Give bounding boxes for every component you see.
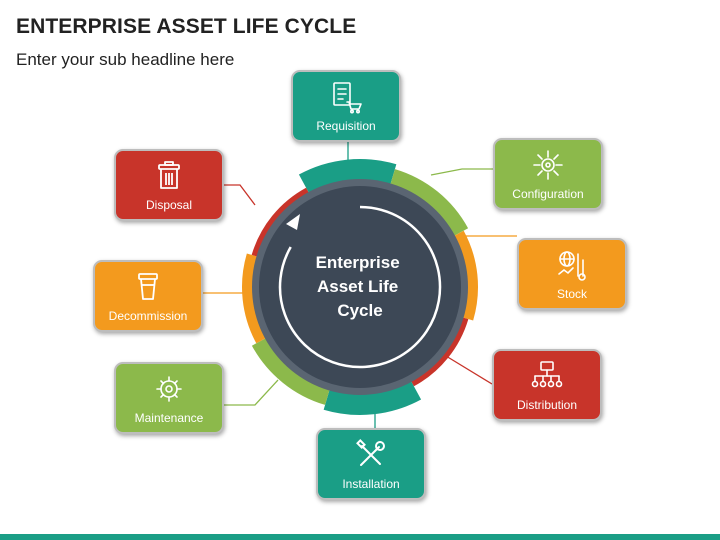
gear-network-icon <box>533 150 563 180</box>
cycle-arrow-arc <box>278 205 442 369</box>
page-title: ENTERPRISE ASSET LIFE CYCLE <box>16 15 357 38</box>
stage-label-maintenance: Maintenance <box>134 411 204 425</box>
stage-card-maintenance[interactable]: Maintenance <box>114 362 224 434</box>
cup-icon <box>138 273 158 300</box>
ring-segment-distribution <box>410 317 469 387</box>
ring-segment-maintenance <box>251 337 330 405</box>
distribution-network-icon <box>531 361 563 388</box>
center-circle <box>259 186 461 388</box>
center-text: Enterprise Asset Life Cycle <box>316 253 405 320</box>
connector-disposal <box>224 184 256 206</box>
gear-wrench-icon <box>156 376 182 402</box>
checklist-cart-icon <box>333 82 362 114</box>
ring-segment-disposal <box>251 187 310 257</box>
stage-label-stock: Stock <box>556 287 587 301</box>
connector-lines <box>203 142 517 428</box>
connector-distribution <box>445 355 493 385</box>
page-subtitle: Enter your sub headline here <box>16 50 235 69</box>
ring-segment-configuration <box>390 169 469 237</box>
globe-chart-icon <box>558 251 586 281</box>
wrench-screwdriver-icon <box>356 439 385 466</box>
ring-segment-requisition <box>298 159 397 194</box>
stage-card-decommission[interactable]: Decommission <box>93 260 203 332</box>
stage-card-installation[interactable]: Installation <box>316 428 426 500</box>
connector-maintenance <box>224 379 279 406</box>
center-line-2: Asset Life <box>317 277 398 296</box>
stage-card-requisition[interactable]: Requisition <box>291 70 401 142</box>
stage-label-distribution: Distribution <box>516 398 578 412</box>
connector-configuration <box>430 168 493 176</box>
trash-can-icon <box>158 161 180 189</box>
stage-label-installation: Installation <box>342 477 400 491</box>
stage-label-disposal: Disposal <box>145 198 193 212</box>
ring-segment-installation <box>323 380 422 415</box>
stage-card-distribution[interactable]: Distribution <box>492 349 602 421</box>
stage-card-configuration[interactable]: Configuration <box>493 138 603 210</box>
stage-card-disposal[interactable]: Disposal <box>114 149 224 221</box>
cycle-arrow-head <box>286 214 300 230</box>
stage-card-stock[interactable]: Stock <box>517 238 627 310</box>
stage-label-decommission: Decommission <box>108 309 188 323</box>
bottom-accent-bar <box>0 534 720 540</box>
stage-label-requisition: Requisition <box>316 119 376 133</box>
center-line-1: Enterprise <box>316 253 400 272</box>
stage-label-configuration: Configuration <box>512 187 584 201</box>
center-line-3: Cycle <box>337 301 382 320</box>
